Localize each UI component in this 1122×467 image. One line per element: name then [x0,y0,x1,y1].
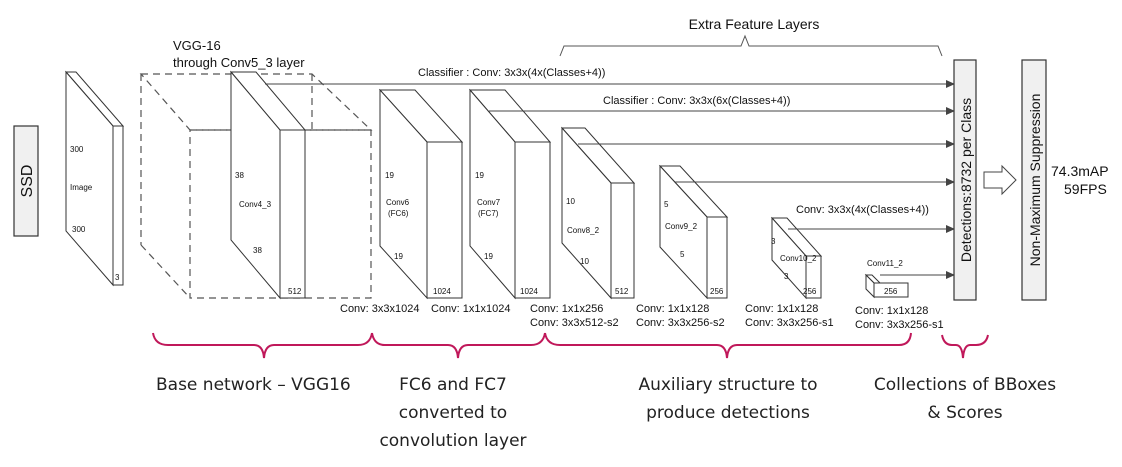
annotation-fc-line3: convolution layer [379,431,526,451]
conv-label-c9b: Conv: 3x3x256-s2 [636,317,725,329]
classifier-label-1: Classifier : Conv: 3x3x(4x(Classes+4)) [418,67,605,79]
conv-label-c10a: Conv: 1x1x128 [745,303,818,315]
conv6-height: 19 [385,171,394,180]
conv10-2-height: 3 [771,237,776,246]
result-map: 74.3mAP [1051,163,1109,179]
image-width: 300 [72,225,86,234]
conv4-3-channels: 512 [288,287,302,296]
conv9-2-width: 5 [680,250,685,259]
conv8-2-channels: 512 [615,287,629,296]
conv-label-c8a: Conv: 1x1x256 [530,303,603,315]
conv11-2-channels: 256 [884,287,898,296]
conv6-block: 19 Conv6 (FC6) 19 1024 [378,88,464,300]
conv7-sublabel: (FC7) [478,209,499,218]
result-fps: 59FPS [1064,181,1107,197]
conv-label-c8b: Conv: 3x3x512-s2 [530,317,619,329]
conv9-2-label: Conv9_2 [665,222,698,231]
conv-label-c10b: Conv: 3x3x256-s1 [745,317,834,329]
conv-label-fc6: Conv: 3x3x1024 [340,303,420,315]
conv7-label: Conv7 [477,198,501,207]
nms-box: Non-Maximum Suppression [1021,59,1047,301]
vgg16-title-line2: through Conv5_3 layer [173,55,305,70]
conv10-2-label: Conv10_2 [780,254,817,263]
hollow-arrow [983,164,1017,196]
annotation-base-network: Base network – VGG16 [156,375,351,395]
conv6-sublabel: (FC6) [388,209,409,218]
brace-collections [941,334,989,359]
annotation-coll-line1: Collections of BBoxes [874,375,1056,395]
conv4-3-label: Conv4_3 [239,200,272,209]
conv7-width: 19 [484,252,493,261]
conv6-width: 19 [394,252,403,261]
conv7-height: 19 [475,171,484,180]
image-height: 300 [70,145,84,154]
conv10-2-block: 3 Conv10_2 3 256 [770,216,823,300]
conv6-label: Conv6 [386,198,410,207]
image-label: Image [70,183,93,192]
extra-feature-title: Extra Feature Layers [689,16,820,32]
conv-label-c11a: Conv: 1x1x128 [855,305,928,317]
conv6-channels: 1024 [433,287,451,296]
vgg16-title-line1: VGG-16 [173,38,221,53]
annotation-fc-line2: converted to [399,403,507,423]
annotation-aux-line1: Auxiliary structure to [638,375,817,395]
conv8-2-block: 10 Conv8_2 10 512 [560,126,636,300]
conv8-2-width: 10 [580,257,589,266]
ssd-label: SSD [19,165,36,198]
conv-label-c9a: Conv: 1x1x128 [636,303,709,315]
ssd-box: SSD [13,125,39,237]
detections-box: Detections:8732 per Class [953,59,977,301]
conv7-channels: 1024 [520,287,538,296]
classifier-label-2: Classifier : Conv: 3x3x(6x(Classes+4)) [603,95,790,107]
conv9-2-block: 5 Conv9_2 5 256 [658,164,729,300]
conv9-2-height: 5 [664,200,669,209]
conv11-2-block: Conv11_2 256 [864,259,909,299]
image-block: 300 Image 300 3 [64,70,125,287]
conv-label-c11b: Conv: 3x3x256-s1 [855,319,944,331]
conv8-2-label: Conv8_2 [567,226,600,235]
conv10-2-channels: 256 [803,287,817,296]
annotation-coll-line2: & Scores [927,403,1002,423]
conv-label-fc7: Conv: 1x1x1024 [431,303,511,315]
conv4-3-height: 38 [235,171,244,180]
conv4-3-block: 38 Conv4_3 38 512 [229,70,307,300]
image-channels: 3 [115,273,120,282]
conv7-block: 19 Conv7 (FC7) 19 1024 [468,88,552,300]
conv10-2-width: 3 [784,272,789,281]
conv-label-small: Conv: 3x3x(4x(Classes+4)) [796,204,929,216]
conv8-2-height: 10 [566,197,575,206]
brace-auxiliary [544,332,912,359]
annotation-aux-line2: produce detections [646,403,810,423]
conv11-2-label: Conv11_2 [867,259,903,268]
conv4-3-width: 38 [253,246,262,255]
conv9-2-channels: 256 [710,287,724,296]
extra-feature-brace [559,34,943,57]
brace-base-network [152,332,373,359]
detections-label: Detections:8732 per Class [958,98,974,262]
brace-fc6-fc7 [371,332,546,359]
annotation-fc-line1: FC6 and FC7 [399,375,507,395]
nms-label: Non-Maximum Suppression [1027,94,1043,267]
